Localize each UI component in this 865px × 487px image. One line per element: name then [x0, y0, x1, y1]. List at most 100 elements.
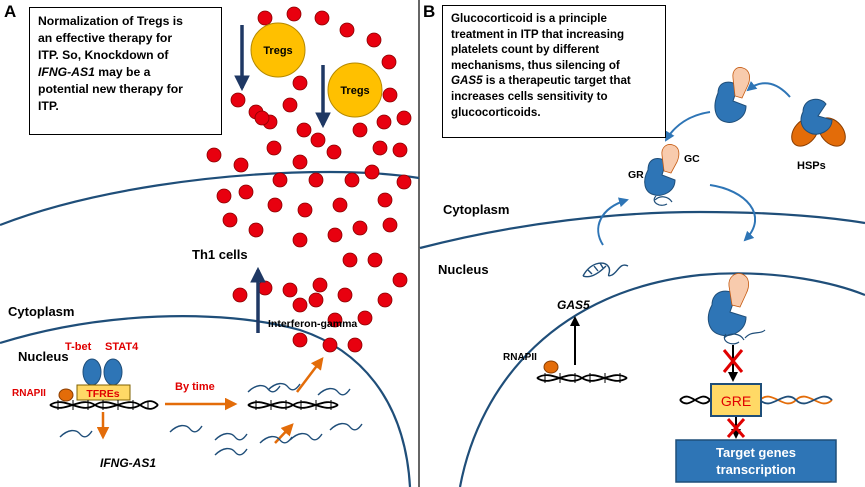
- nuclear-membrane-a: [0, 315, 412, 487]
- red-blood-cell-icon: [297, 202, 313, 218]
- red-blood-cell-icon: [326, 144, 342, 160]
- red-blood-cell-icon: [366, 32, 382, 48]
- rna-strand-icon: [59, 429, 93, 438]
- red-blood-cell-icon: [272, 172, 288, 188]
- note-b-line5: GAS5 is a therapeutic target that: [451, 73, 657, 89]
- red-blood-cell-icon: [381, 54, 397, 70]
- red-blood-cell-icon: [310, 132, 326, 148]
- panel-b-letter: B: [423, 2, 435, 21]
- interferon-gamma-label: Interferon-gamma: [268, 318, 357, 330]
- red-blood-cell-icon: [257, 10, 273, 26]
- red-blood-cell-icon: [396, 174, 412, 190]
- red-blood-cell-icon: [257, 280, 273, 296]
- red-blood-cell-icon: [312, 277, 328, 293]
- note-a-line2: an effective therapy for: [38, 31, 173, 45]
- inhibition-cross-icon: [722, 349, 744, 373]
- red-blood-cell-icon: [377, 292, 393, 308]
- rnapii-label-b: RNAPII: [503, 352, 537, 363]
- rna-accumulation-arrow: [274, 423, 294, 444]
- rna-strand-icon: [289, 432, 323, 441]
- tbet-protein-icon: [82, 358, 102, 386]
- red-blood-cell-icon: [282, 282, 298, 298]
- red-blood-cell-icon: [292, 297, 308, 313]
- red-blood-cell-icon: [322, 337, 338, 353]
- nuclear-membrane-b: [458, 272, 865, 487]
- red-blood-cell-icon: [382, 87, 398, 103]
- red-blood-cell-icon: [377, 192, 393, 208]
- hsp-release-arrow: [746, 81, 791, 98]
- red-blood-cell-icon: [266, 140, 282, 156]
- red-blood-cell-icon: [308, 172, 324, 188]
- note-b-line7: glucocorticoids.: [451, 105, 541, 119]
- rna-strand-icon: [267, 382, 301, 391]
- treg-cell-icon: [327, 62, 383, 118]
- cell-membrane-b: [419, 210, 865, 250]
- note-b-line3: platelets count by different: [451, 43, 600, 57]
- cytoplasm-label-b: Cytoplasm: [443, 202, 509, 217]
- red-blood-cell-icon: [352, 122, 368, 138]
- cytoplasm-label-a: Cytoplasm: [8, 304, 74, 319]
- red-blood-cell-icon: [308, 292, 324, 308]
- red-blood-cell-icon: [254, 110, 270, 126]
- red-blood-cell-icon: [352, 220, 368, 236]
- panel-a-letter: A: [4, 2, 16, 21]
- tfres-label: TFREs: [86, 388, 119, 400]
- red-blood-cell-icon: [292, 75, 308, 91]
- red-blood-cell-icon: [292, 232, 308, 248]
- stat4-protein-icon: [103, 358, 123, 386]
- hsps-label: HSPs: [797, 160, 826, 172]
- rna-strand-icon: [329, 422, 363, 431]
- red-blood-cell-icon: [347, 337, 363, 353]
- rna-strand-icon: [317, 387, 351, 396]
- red-blood-cell-icon: [238, 184, 254, 200]
- red-blood-cell-icon: [339, 22, 355, 38]
- red-blood-cell-icon: [392, 142, 408, 158]
- rna-strand-icon: [169, 424, 203, 433]
- red-blood-cell-icon: [286, 6, 302, 22]
- red-blood-cell-icon: [357, 310, 373, 326]
- gc-gr-complex-icon: [644, 144, 680, 206]
- rna-strand-icon: [214, 447, 248, 456]
- tbet-label: T-bet: [65, 341, 92, 353]
- note-a-line1: Normalization of Tregs is: [38, 14, 183, 28]
- red-blood-cell-icon: [332, 197, 348, 213]
- red-blood-cell-icon: [376, 114, 392, 130]
- rna-strand-icon: [247, 384, 281, 393]
- nucleus-label-b: Nucleus: [438, 262, 489, 277]
- red-blood-cell-icon: [382, 217, 398, 233]
- red-blood-cell-icon: [230, 92, 246, 108]
- note-a-line3: ITP. So, Knockdown of: [38, 48, 169, 62]
- cell-membrane-a: [0, 170, 420, 227]
- rna-strands-a: [59, 382, 363, 456]
- treg-label-1: Tregs: [263, 45, 292, 57]
- note-a-line4-rest: may be a: [94, 65, 151, 79]
- nucleus-label-a: Nucleus: [18, 349, 69, 364]
- inhibition-cross-icon: [726, 418, 746, 438]
- red-blood-cell-icon: [364, 164, 380, 180]
- red-blood-cell-icon: [344, 172, 360, 188]
- note-b-line1: Glucocorticoid is a principle: [451, 12, 607, 25]
- red-blood-cell-icon: [282, 97, 298, 113]
- target-genes-line1: Target genes: [716, 445, 796, 460]
- dna-helix-icon: [247, 400, 339, 410]
- rnapii-icon-a: [58, 388, 74, 402]
- hsp-icon: [791, 98, 846, 147]
- note-b-line4: mechanisms, thus silencing of: [451, 58, 620, 72]
- gre-box: [710, 383, 762, 417]
- red-blood-cell-icon: [396, 110, 412, 126]
- rna-strand-icon: [214, 432, 248, 441]
- gc-label: GC: [684, 153, 700, 165]
- note-a-line5: potential new therapy for: [38, 82, 183, 96]
- rnapii-icon-b: [543, 360, 559, 374]
- gas5-gene-label: GAS5: [557, 298, 590, 312]
- gre-label: GRE: [721, 393, 751, 409]
- ifng-as1-gene-label: IFNG-AS1: [100, 456, 156, 470]
- note-b-gene: GAS5: [451, 74, 483, 88]
- red-blood-cell-icon: [337, 287, 353, 303]
- red-blood-cell-icon: [367, 252, 383, 268]
- red-blood-cell-icon: [314, 10, 330, 26]
- note-a-line4: IFNG-AS1 may be a: [38, 64, 213, 81]
- red-blood-cell-icon: [327, 312, 343, 328]
- red-blood-cell-icon: [267, 197, 283, 213]
